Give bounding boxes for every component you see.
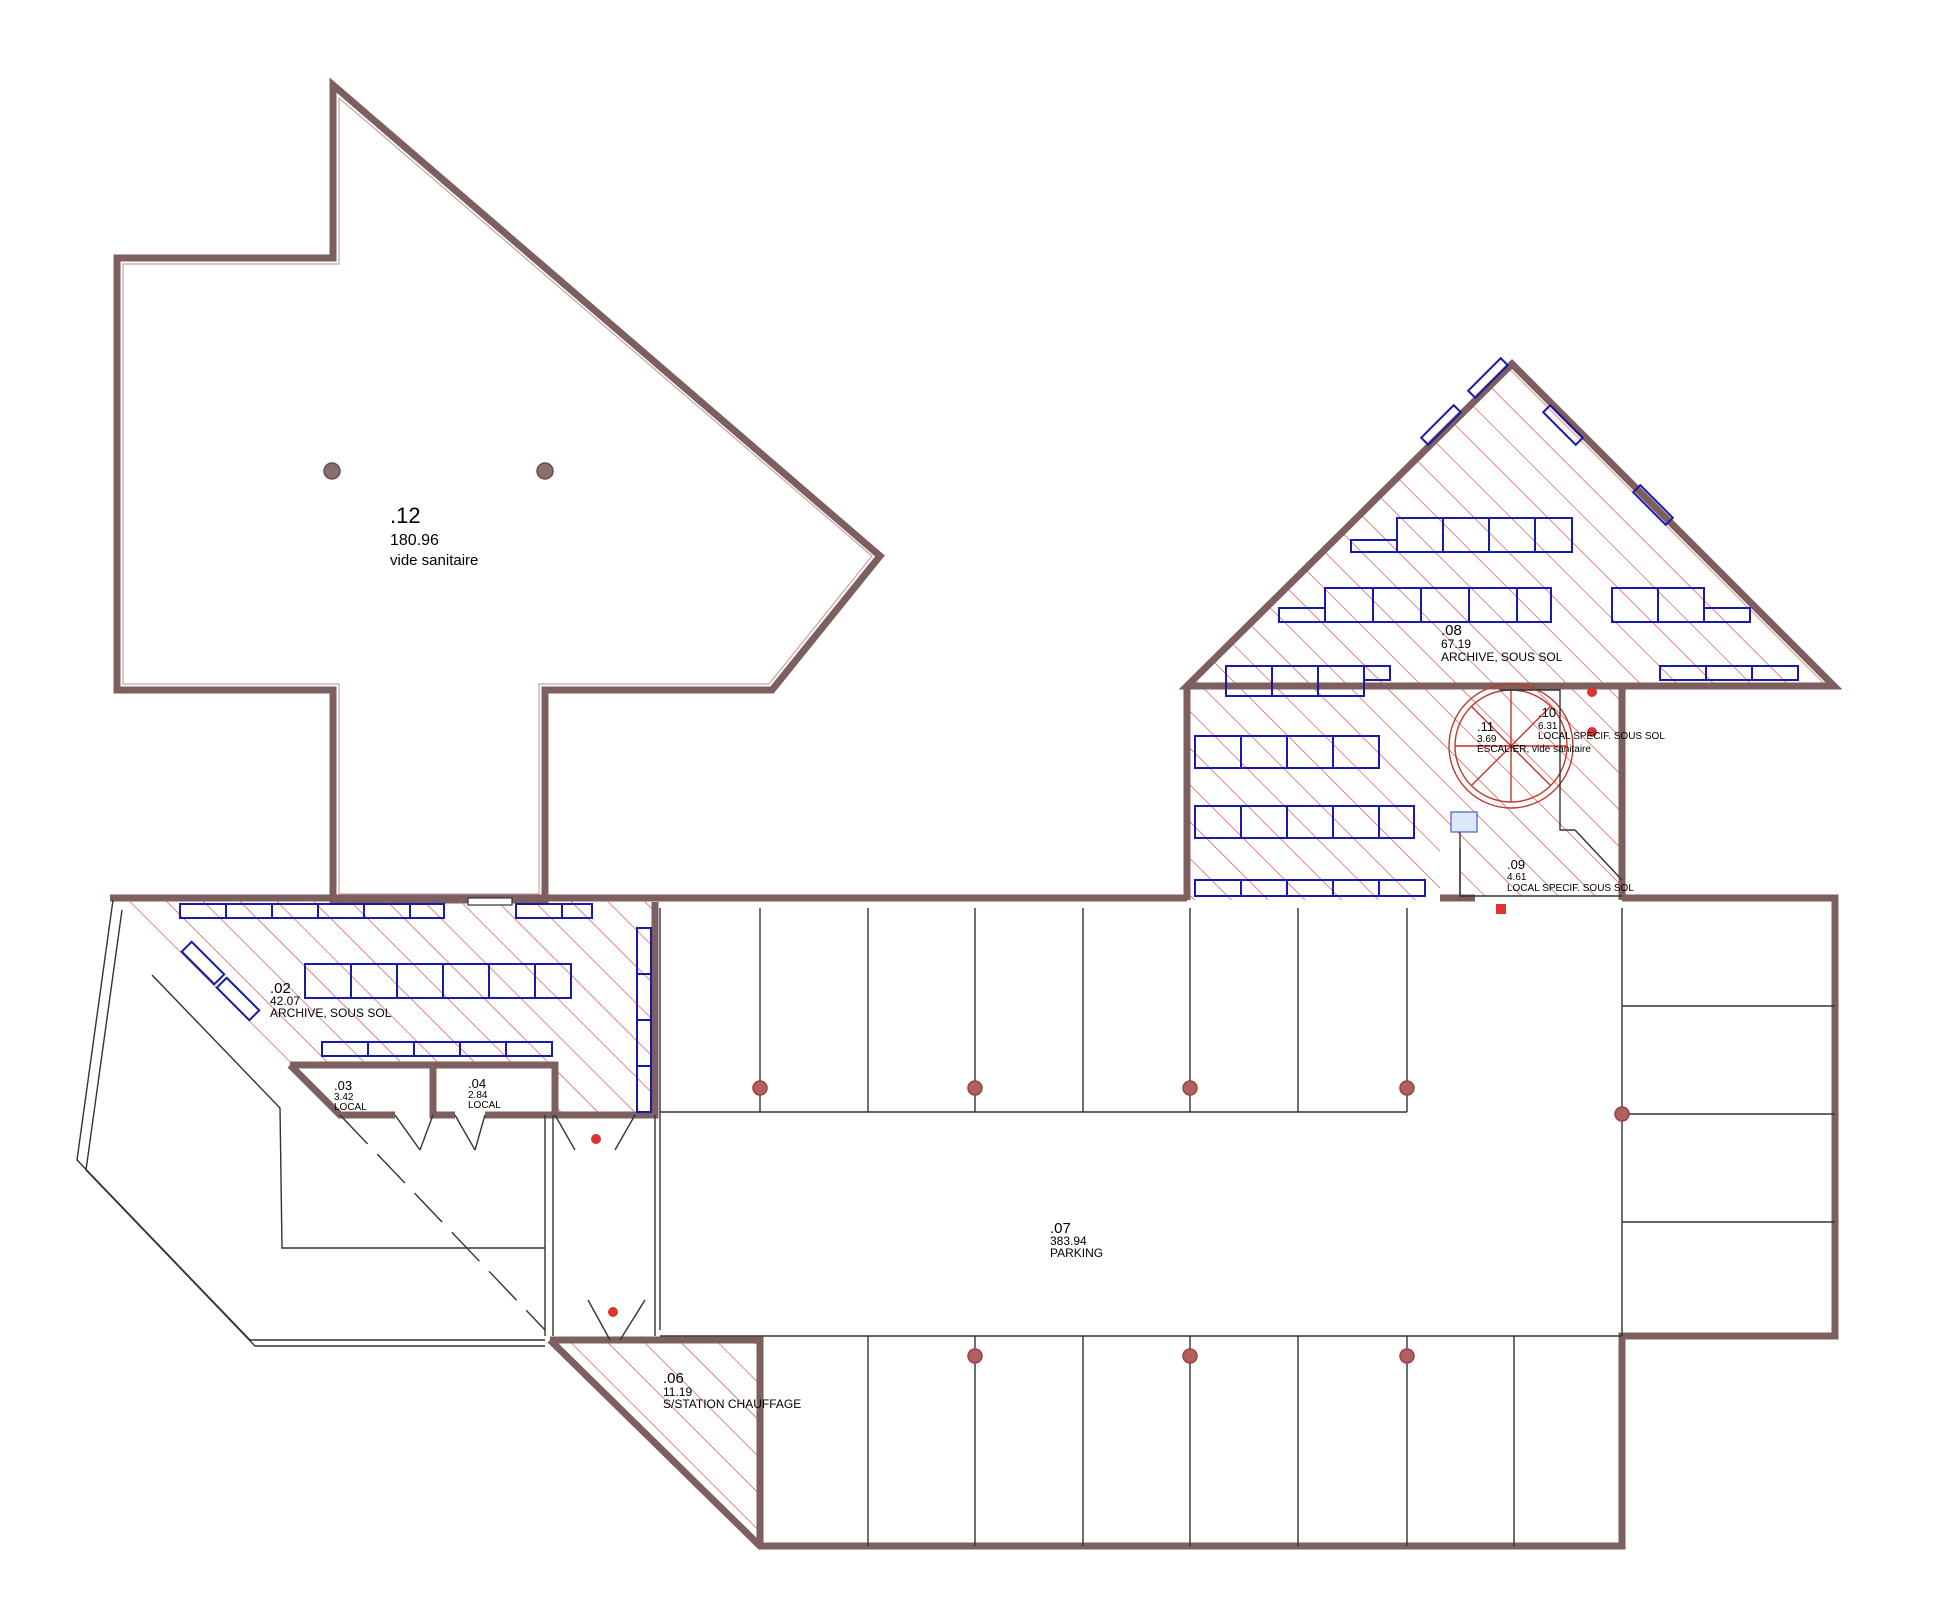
label-room-04: .04 2.84 LOCAL (468, 1076, 501, 1111)
svg-text:ARCHIVE, SOUS SOL: ARCHIVE, SOUS SOL (1441, 650, 1563, 664)
room-08-archive (1178, 356, 1843, 900)
svg-text:383.94: 383.94 (1050, 1234, 1087, 1248)
svg-text:ESCALIER, vide sanitaire: ESCALIER, vide sanitaire (1477, 744, 1591, 755)
access-ramp (76, 899, 656, 1347)
column-icon (323, 462, 341, 480)
svg-text:.06: .06 (663, 1370, 684, 1387)
label-room-11: .11 3.69 ESCALIER, vide sanitaire (1477, 719, 1591, 755)
svg-text:.04: .04 (468, 1076, 486, 1091)
svg-text:.10: .10 (1538, 705, 1556, 720)
room-02-archive (113, 897, 659, 1144)
extinguisher-icon (591, 1134, 601, 1144)
svg-text:6.31: 6.31 (1538, 721, 1558, 732)
column-icon (752, 1080, 768, 1096)
column-icon (1399, 1348, 1415, 1364)
room-09-local (1459, 829, 1623, 914)
label-room-12: .12 180.96 vide sanitaire (390, 503, 478, 569)
svg-text:.07: .07 (1050, 1220, 1071, 1237)
label-room-08: .08 67.19 ARCHIVE, SOUS SOL (1441, 622, 1563, 664)
svg-text:3.42: 3.42 (334, 1092, 354, 1103)
label-room-06: .06 11.19 S/STATION CHAUFFAGE (663, 1370, 801, 1411)
svg-text:4.61: 4.61 (1507, 872, 1527, 883)
svg-text:.08: .08 (1441, 622, 1462, 639)
extinguisher-icon (608, 1307, 618, 1317)
svg-text:2.84: 2.84 (468, 1090, 488, 1101)
svg-text:.09: .09 (1507, 857, 1525, 872)
svg-text:42.07: 42.07 (270, 994, 300, 1008)
svg-text:11.19: 11.19 (663, 1385, 692, 1399)
column-icon (1399, 1080, 1415, 1096)
svg-text:.02: .02 (270, 980, 291, 997)
shelving-units (1194, 356, 1799, 897)
svg-text:LOCAL: LOCAL (334, 1102, 367, 1113)
svg-text:LOCAL SPECIF. SOUS SOL: LOCAL SPECIF. SOUS SOL (1538, 731, 1665, 742)
column-icon (1614, 1106, 1630, 1122)
label-room-02: .02 42.07 ARCHIVE, SOUS SOL (270, 980, 392, 1020)
label-room-10: .10 6.31 LOCAL SPECIF. SOUS SOL (1538, 705, 1665, 742)
svg-text:ARCHIVE, SOUS SOL: ARCHIVE, SOUS SOL (270, 1006, 392, 1020)
svg-text:.12: .12 (390, 503, 421, 528)
svg-text:3.69: 3.69 (1477, 734, 1497, 745)
column-icon (967, 1348, 983, 1364)
room-12-vide-sanitaire (113, 77, 885, 904)
column-icon (1182, 1080, 1198, 1096)
svg-text:PARKING: PARKING (1050, 1246, 1103, 1260)
svg-text:67.19: 67.19 (1441, 637, 1471, 651)
column-icon (536, 462, 554, 480)
label-room-03: .03 3.42 LOCAL (334, 1078, 367, 1113)
extinguisher-icon (1587, 727, 1597, 737)
label-room-07: .07 383.94 PARKING (1050, 1220, 1103, 1260)
column-icon (1182, 1348, 1198, 1364)
svg-text:.11: .11 (1477, 719, 1494, 734)
svg-text:180.96: 180.96 (390, 532, 439, 549)
column-icon (967, 1080, 983, 1096)
svg-text:LOCAL: LOCAL (468, 1100, 501, 1111)
svg-text:vide sanitaire: vide sanitaire (390, 552, 478, 569)
svg-text:S/STATION CHAUFFAGE: S/STATION CHAUFFAGE (663, 1397, 801, 1411)
label-room-09: .09 4.61 LOCAL SPECIF. SOUS SOL (1507, 857, 1634, 894)
svg-text:.03: .03 (334, 1078, 352, 1093)
extinguisher-icon (1587, 687, 1597, 697)
room-06-chauffage (550, 1299, 764, 1546)
svg-text:LOCAL SPECIF. SOUS SOL: LOCAL SPECIF. SOUS SOL (1507, 883, 1634, 894)
